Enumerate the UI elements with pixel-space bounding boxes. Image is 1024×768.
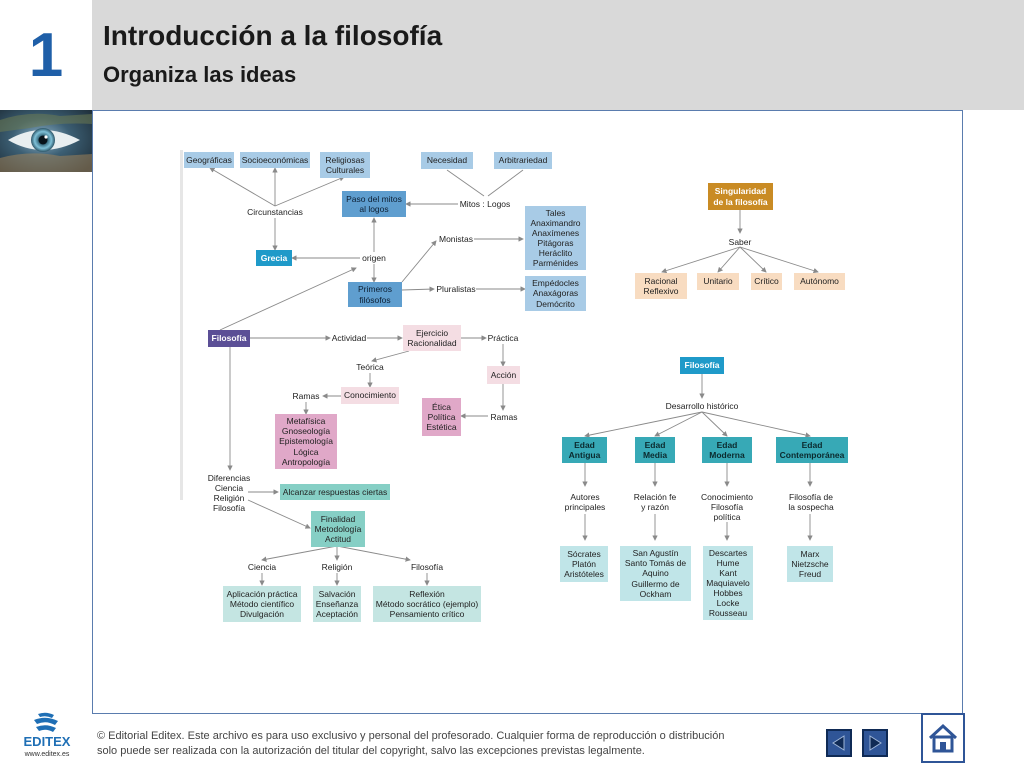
node-origen: origen xyxy=(362,252,386,263)
node-geograficas: Geográficas xyxy=(184,152,234,168)
node-religion: Religión xyxy=(321,561,353,572)
copyright-line-1: © Editorial Editex. Este archivo es para… xyxy=(97,730,725,742)
triangle-left-icon xyxy=(832,735,845,751)
node-mitos-logos: Mitos : Logos xyxy=(459,199,511,210)
node-socioeconomicas: Socioeconómicas xyxy=(240,152,310,168)
node-unitario: Unitario xyxy=(697,273,739,290)
node-filosofia-label: Filosofía xyxy=(410,561,444,572)
home-button[interactable] xyxy=(921,713,965,763)
copyright-notice: © Editorial Editex. Este archivo es para… xyxy=(97,729,737,759)
editex-logo-mark-icon: EDITEX www.editex.es xyxy=(24,712,71,758)
chapter-number: 1 xyxy=(0,0,92,110)
triangle-right-icon xyxy=(869,735,882,751)
node-practica: Práctica xyxy=(487,332,519,343)
node-saber: Saber xyxy=(728,236,752,247)
node-actividad: Actividad xyxy=(331,332,367,343)
node-autonomo: Autónomo xyxy=(794,273,845,290)
node-ramas-left: Ramas xyxy=(292,390,320,401)
home-icon xyxy=(928,723,958,753)
previous-slide-button[interactable] xyxy=(826,729,852,757)
node-grecia: Grecia xyxy=(256,250,292,266)
copyright-line-2: solo puede ser realizada con la autoriza… xyxy=(97,745,645,757)
node-filosofia: Filosofía xyxy=(208,330,250,347)
node-monistas: Monistas xyxy=(438,233,473,244)
page-subtitle: Organiza las ideas xyxy=(103,62,297,87)
node-desarrollo-historico: Desarrollo histórico xyxy=(665,400,739,411)
eye-image xyxy=(0,110,92,172)
node-arbitrariedad: Arbitrariedad xyxy=(494,152,552,169)
node-teorica: Teórica xyxy=(356,361,384,372)
node-accion: Acción xyxy=(487,366,520,384)
node-filosofia-2: Filosofía xyxy=(680,357,724,374)
node-ciencia: Ciencia xyxy=(247,561,277,572)
next-slide-button[interactable] xyxy=(862,729,888,757)
page-title: Introducción a la filosofía xyxy=(103,20,443,51)
header-bar: Introducción a la filosofía Organiza las… xyxy=(92,0,1024,110)
editex-logo[interactable]: EDITEX www.editex.es xyxy=(8,712,86,762)
node-circunstancias: Circunstancias xyxy=(247,207,303,218)
node-alcanzar-respuestas: Alcanzar respuestas ciertas xyxy=(280,484,390,500)
svg-text:www.editex.es: www.editex.es xyxy=(24,751,70,758)
node-necesidad: Necesidad xyxy=(421,152,473,169)
node-conocimiento: Conocimiento xyxy=(341,387,399,404)
node-pluralistas: Pluralistas xyxy=(436,283,476,294)
svg-text:EDITEX: EDITEX xyxy=(24,734,71,749)
node-critico: Crítico xyxy=(751,273,782,290)
node-ramas-right: Ramas xyxy=(490,411,518,422)
